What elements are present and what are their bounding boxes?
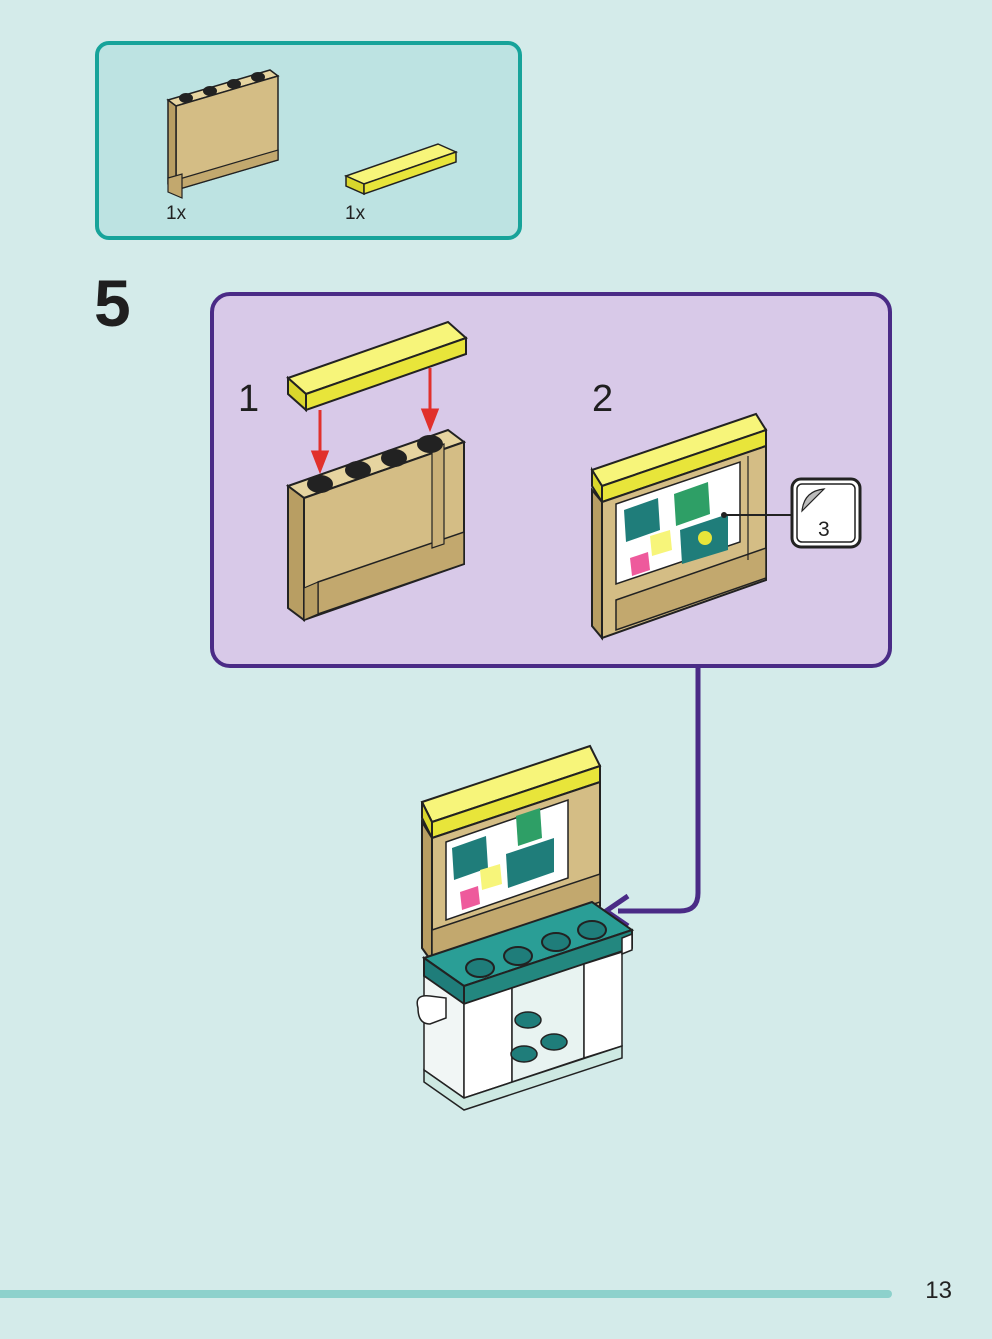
model-assembly-illustration — [416, 744, 635, 1111]
tan-panel-part — [166, 69, 280, 199]
page-number: 13 — [925, 1277, 952, 1304]
substep-number-2: 2 — [592, 378, 614, 420]
yellow-tile-part — [343, 143, 459, 196]
arrow-down-left — [310, 410, 330, 475]
substep-2-illustration — [590, 412, 768, 641]
part-qty-tile: 1x — [345, 203, 366, 224]
sticker-icon — [790, 477, 862, 549]
arrow-down-right — [420, 368, 440, 433]
step-number: 5 — [94, 266, 131, 340]
sticker-count: 3 — [818, 518, 830, 541]
progress-bar — [0, 1290, 892, 1298]
sticker-leader-line — [721, 512, 792, 518]
substep-1-illustration — [285, 320, 468, 622]
part-qty-panel: 1x — [166, 203, 187, 224]
substep-number-1: 1 — [238, 378, 260, 420]
parts-list-box — [95, 41, 522, 240]
